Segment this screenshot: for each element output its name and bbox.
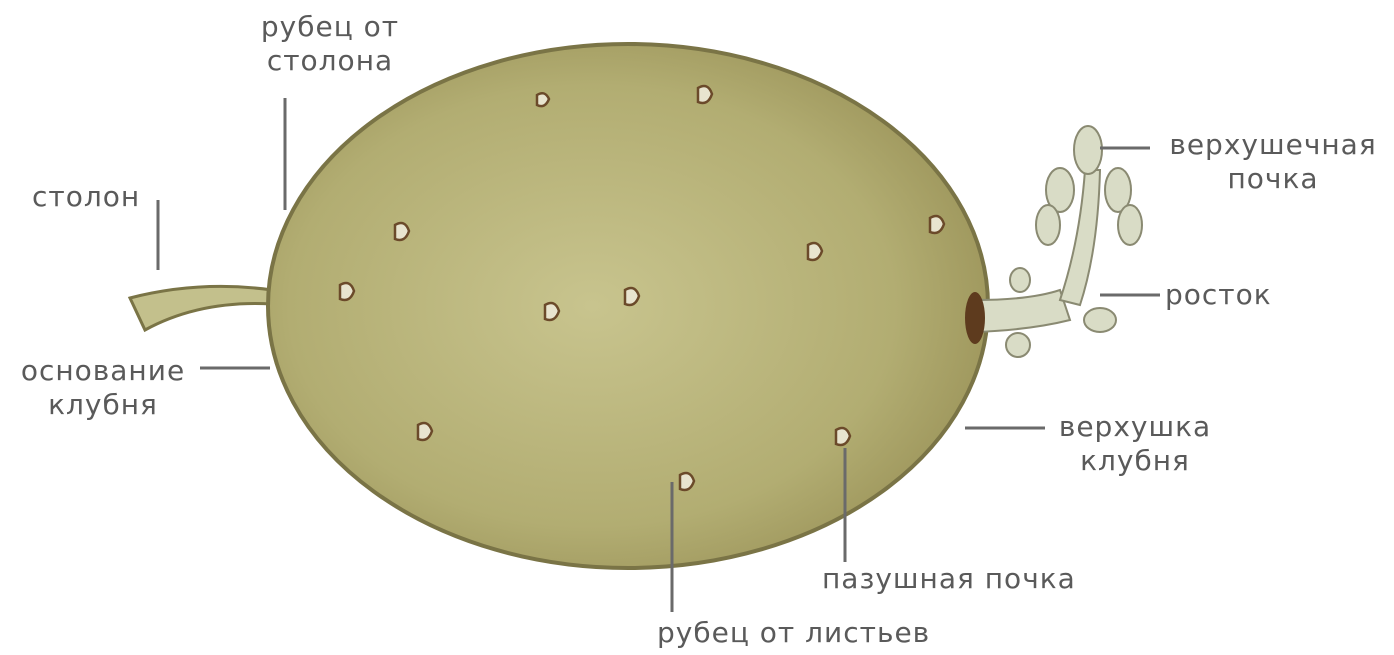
label-leaf-scar: рубец от листьев bbox=[657, 616, 930, 650]
label-tuber-apex: верхушка клубня bbox=[1045, 410, 1225, 478]
label-tuber-base: основание клубня bbox=[8, 354, 198, 422]
label-scar-stolon: рубец от столона bbox=[230, 10, 430, 78]
label-axillary-bud: пазушная почка bbox=[822, 562, 1076, 596]
label-scar-stolon-line1: рубец от bbox=[230, 10, 430, 44]
label-tuber-apex-line2: клубня bbox=[1045, 444, 1225, 478]
label-scar-stolon-line2: столона bbox=[230, 44, 430, 78]
label-tuber-base-line1: основание bbox=[8, 354, 198, 388]
label-apical-bud-line1: верхушечная bbox=[1158, 128, 1388, 162]
apex-eye bbox=[965, 292, 985, 344]
stolon-shape bbox=[130, 286, 272, 330]
label-stolon: столон bbox=[32, 180, 140, 214]
label-tuber-apex-line1: верхушка bbox=[1045, 410, 1225, 444]
label-apical-bud: верхушечная почка bbox=[1158, 128, 1388, 196]
label-sprout: росток bbox=[1165, 278, 1272, 312]
label-apical-bud-line2: почка bbox=[1158, 162, 1388, 196]
label-tuber-base-line2: клубня bbox=[8, 388, 198, 422]
sprout-shape bbox=[975, 126, 1142, 357]
